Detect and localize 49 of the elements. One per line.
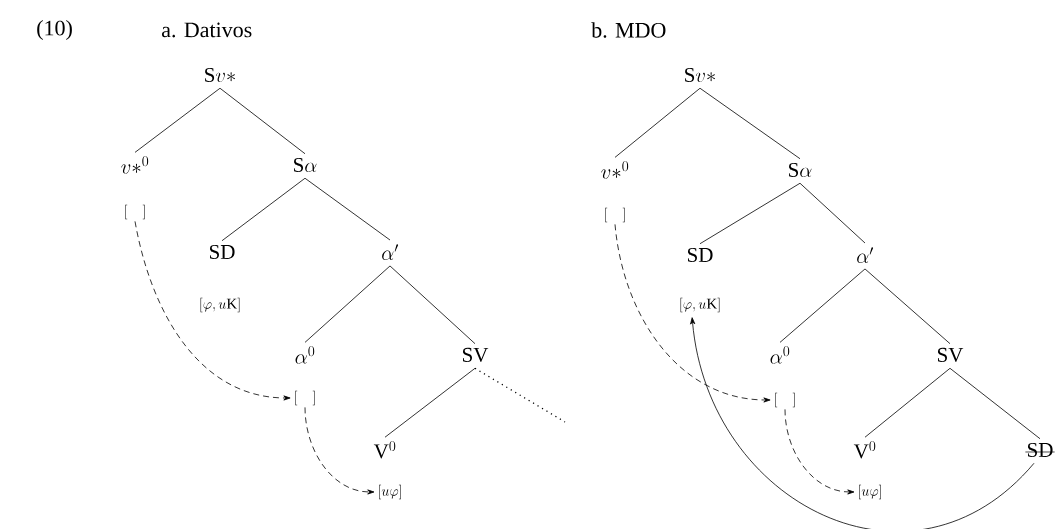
tree-branch (219, 87, 306, 155)
arrow (134, 221, 291, 401)
tree-branch (799, 182, 866, 244)
tree-label: $\mathrm{SD}$ (210, 244, 235, 260)
feature-bracket: $[u\varphi]$ (859, 484, 881, 500)
tree-branch (221, 177, 306, 242)
tree-branch (864, 268, 951, 345)
tree-label: $\mathrm{V}^{0}$ (373, 441, 396, 459)
feature-bracket: $[\varphi, u\mathrm{K}]$ (200, 297, 240, 313)
tree-label: $\mathrm{S}v{*}$ (205, 67, 235, 83)
feature-bracket: $[\quad]$ (295, 390, 315, 406)
tree-branch (389, 265, 476, 345)
tree-label: $v{*}^{0}$ (601, 161, 629, 179)
feature-bracket: $[\varphi, u\mathrm{K}]$ (680, 297, 720, 313)
tree-branch (304, 177, 391, 241)
tree-label: $v{*}^{0}$ (121, 156, 149, 174)
tree-branch (384, 367, 476, 438)
tree-label: $\alpha^{0}$ (770, 346, 790, 364)
feature-bracket: $[\quad]$ (125, 204, 145, 220)
tree-branch (864, 367, 951, 438)
feature-bracket: $[\quad]$ (775, 392, 795, 408)
tree-label: $\mathrm{SD}$ (688, 247, 713, 263)
arrow (304, 407, 375, 495)
tree-label: $\mathrm{S}\alpha$ (789, 162, 812, 178)
tree-label: $\alpha'$ (382, 244, 399, 260)
arrow (690, 317, 1035, 529)
heading: b. MDO (591, 22, 666, 38)
tree-label: $\mathrm{V}^{0}$ (853, 441, 876, 459)
tree-label: $\mathrm{SV}$ (938, 347, 964, 363)
struck-label: $\mathrm{SD}$ (1025, 442, 1055, 458)
tree-branch (699, 87, 801, 160)
tree-branch (699, 182, 801, 245)
arrow (784, 409, 855, 495)
tree-branch (949, 367, 1041, 440)
tree-label: $\mathrm{S}v{*}$ (685, 67, 715, 83)
tree-branch (134, 87, 221, 153)
tree-label: $\alpha^{0}$ (295, 346, 315, 364)
tree-branch (474, 367, 566, 423)
tree-label: $\mathrm{S}\alpha$ (294, 157, 317, 173)
tree-label: $\mathrm{SV}$ (463, 347, 489, 363)
heading: (10) (37, 20, 72, 40)
tree-branch (304, 265, 391, 343)
tree-branch (614, 87, 701, 158)
feature-bracket: $[u\varphi]$ (379, 484, 401, 500)
feature-bracket: $[\quad]$ (605, 207, 625, 223)
tree-branch (779, 268, 866, 343)
tree-label: $\alpha'$ (857, 247, 874, 263)
arrow (614, 224, 771, 403)
heading: a. Dativos (162, 22, 252, 38)
